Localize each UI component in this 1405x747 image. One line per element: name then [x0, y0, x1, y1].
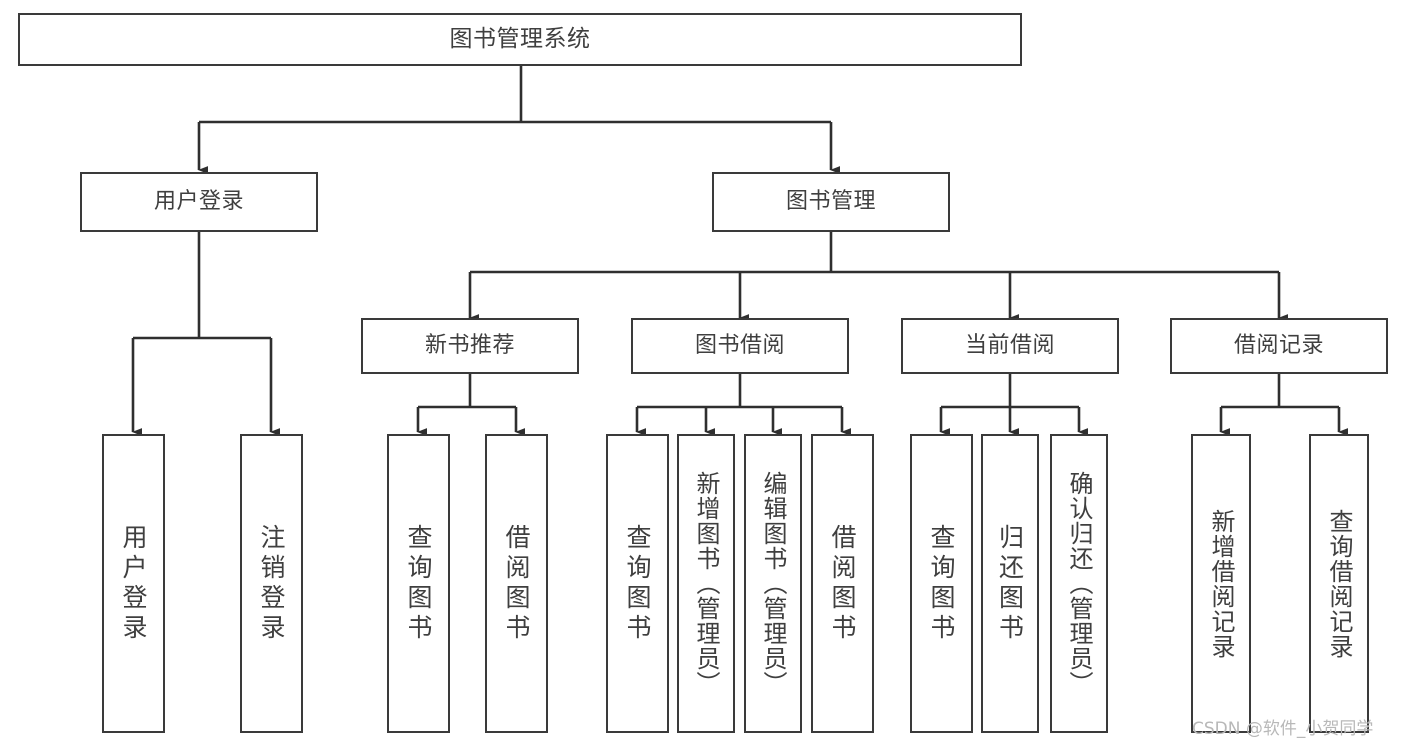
- node-leaf-logout[interactable]: 注销登录: [240, 434, 303, 733]
- node-leaf-query-borrow-record-label: 查询借阅记录: [1325, 508, 1353, 659]
- node-root-system-label: 图书管理系统: [449, 25, 591, 52]
- node-leaf-return-book[interactable]: 归还图书: [981, 434, 1039, 733]
- node-leaf-return-book-label: 归还图书: [995, 523, 1025, 644]
- node-book-borrow-label: 图书借阅: [694, 333, 785, 359]
- node-leaf-add-borrow-record[interactable]: 新增借阅记录: [1191, 434, 1251, 733]
- node-user-login-label: 用户登录: [153, 189, 244, 215]
- node-book-manage-label: 图书管理: [785, 189, 876, 215]
- node-leaf-add-book-admin[interactable]: 新增图书（管理员）: [677, 434, 735, 733]
- node-leaf-query-borrow-record[interactable]: 查询借阅记录: [1309, 434, 1369, 733]
- node-leaf-add-book-admin-label: 新增图书（管理员）: [692, 471, 720, 696]
- node-leaf-confirm-return-admin-label: 确认归还（管理员）: [1065, 471, 1093, 696]
- node-current-borrow[interactable]: 当前借阅: [901, 318, 1119, 374]
- node-leaf-user-login-label: 用户登录: [119, 523, 148, 644]
- node-leaf-query-book-borrow-label: 查询图书: [623, 523, 652, 644]
- node-current-borrow-label: 当前借阅: [964, 333, 1055, 359]
- node-user-login[interactable]: 用户登录: [80, 172, 318, 232]
- node-leaf-query-book-current[interactable]: 查询图书: [910, 434, 973, 733]
- csdn-watermark: CSDN @软件_小贺同学: [1192, 719, 1374, 739]
- node-leaf-borrow-book-rec-label: 借阅图书: [502, 523, 531, 644]
- node-leaf-query-book-current-label: 查询图书: [927, 523, 956, 644]
- node-leaf-query-book-rec[interactable]: 查询图书: [387, 434, 450, 733]
- node-root-system[interactable]: 图书管理系统: [18, 13, 1022, 66]
- node-leaf-logout-label: 注销登录: [257, 523, 286, 644]
- node-leaf-borrow-book-rec[interactable]: 借阅图书: [485, 434, 548, 733]
- node-new-book-recommend-label: 新书推荐: [424, 333, 515, 359]
- node-borrow-record[interactable]: 借阅记录: [1170, 318, 1388, 374]
- node-new-book-recommend[interactable]: 新书推荐: [361, 318, 579, 374]
- node-book-manage[interactable]: 图书管理: [712, 172, 950, 232]
- node-borrow-record-label: 借阅记录: [1233, 333, 1324, 359]
- node-leaf-edit-book-admin[interactable]: 编辑图书（管理员）: [744, 434, 802, 733]
- node-leaf-add-borrow-record-label: 新增借阅记录: [1207, 508, 1235, 659]
- node-leaf-query-book-rec-label: 查询图书: [404, 523, 433, 644]
- node-leaf-borrow-book-label: 借阅图书: [828, 523, 857, 644]
- node-leaf-confirm-return-admin[interactable]: 确认归还（管理员）: [1050, 434, 1108, 733]
- node-leaf-query-book-borrow[interactable]: 查询图书: [606, 434, 669, 733]
- node-leaf-borrow-book[interactable]: 借阅图书: [811, 434, 874, 733]
- node-book-borrow[interactable]: 图书借阅: [631, 318, 849, 374]
- node-leaf-user-login[interactable]: 用户登录: [102, 434, 165, 733]
- node-leaf-edit-book-admin-label: 编辑图书（管理员）: [759, 471, 787, 696]
